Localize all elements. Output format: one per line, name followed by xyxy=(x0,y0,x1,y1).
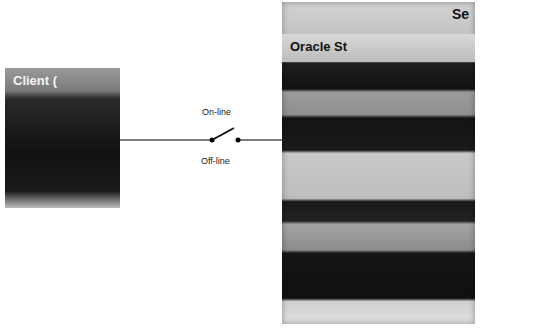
switch-label: On-line xyxy=(201,107,232,117)
network-link xyxy=(120,139,282,140)
node-label: Se xyxy=(288,6,469,22)
oracle-band: Oracle St xyxy=(282,34,475,62)
node-label: Oracle St xyxy=(290,39,467,54)
switch-lever xyxy=(212,128,234,140)
switch-label: Off-line xyxy=(200,156,231,166)
server-box: SeOracle St xyxy=(282,2,475,324)
client-box: Client ( xyxy=(5,68,120,208)
node-label: Client ( xyxy=(13,73,112,88)
